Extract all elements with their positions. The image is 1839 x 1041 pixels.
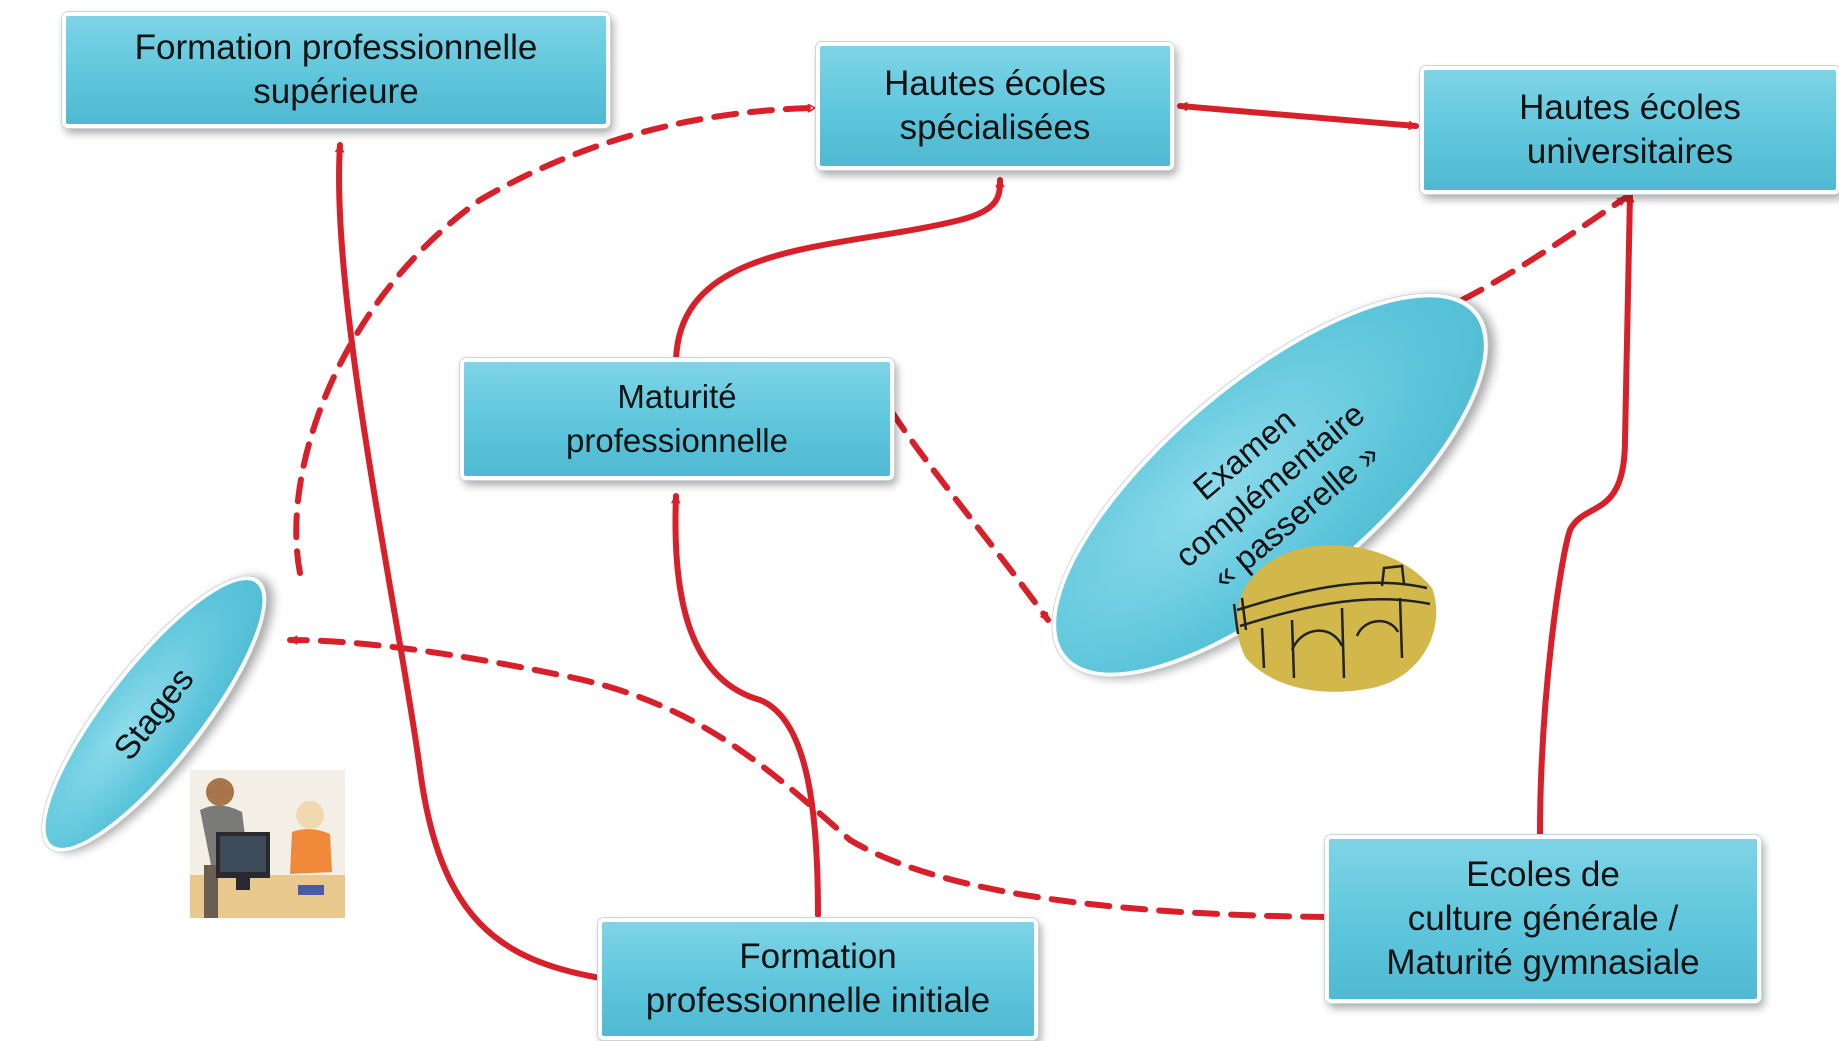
arrow-maturite-pro-to-hes <box>673 177 1000 363</box>
node-hautes-ecoles-universitaires: Hautes écoles universitaires <box>1420 66 1839 194</box>
node-ecoles-culture-generale: Ecoles de culture générale / Maturité gy… <box>1325 835 1761 1003</box>
dashed-arrow-passerelle-to-heu <box>1459 195 1628 303</box>
node-text-line: professionnelle <box>566 422 788 459</box>
node-hautes-ecoles-specialisees: Hautes écoles spécialisées <box>816 42 1174 170</box>
node-text-line: Hautes écoles <box>1519 88 1741 127</box>
node-maturite-professionnelle: Maturité professionnelle <box>460 358 894 480</box>
node-text-line: Formation professionnelle <box>134 28 538 67</box>
arrow-ecg-to-heu <box>1537 192 1630 838</box>
arrow-initiale-to-superieure <box>339 142 603 981</box>
node-formation-superieure: Formation professionnelle supérieure <box>62 12 610 128</box>
node-text-line: Ecoles de <box>1466 855 1620 894</box>
bridge-sketch-icon <box>1232 545 1437 692</box>
node-text-line: professionnelle initiale <box>645 981 991 1020</box>
node-text-line: Hautes écoles <box>884 64 1106 103</box>
people-at-computer-photo <box>190 770 345 918</box>
arrow-initiale-to-maturite-pro <box>675 493 821 918</box>
node-text-line: universitaires <box>1526 132 1734 171</box>
node-text-line: Maturité gymnasiale <box>1386 943 1700 982</box>
dashed-arrow-maturite-pro-to-passerelle <box>889 409 1051 623</box>
node-text-line: spécialisées <box>899 108 1091 147</box>
dashed-arrow-ecg-to-stages <box>287 640 1328 920</box>
node-formation-initiale: Formation professionnelle initiale <box>598 918 1038 1040</box>
node-text-line: Maturité <box>617 378 737 415</box>
dashed-arrow-stages-to-hes <box>293 108 818 576</box>
node-text-line: Formation <box>739 937 897 976</box>
node-text-line: culture générale / <box>1407 899 1679 938</box>
arrow-hes-to-heu-bidirectional <box>1177 106 1419 126</box>
node-text-line: supérieure <box>253 72 419 111</box>
node-text-line: Stages <box>106 660 202 768</box>
